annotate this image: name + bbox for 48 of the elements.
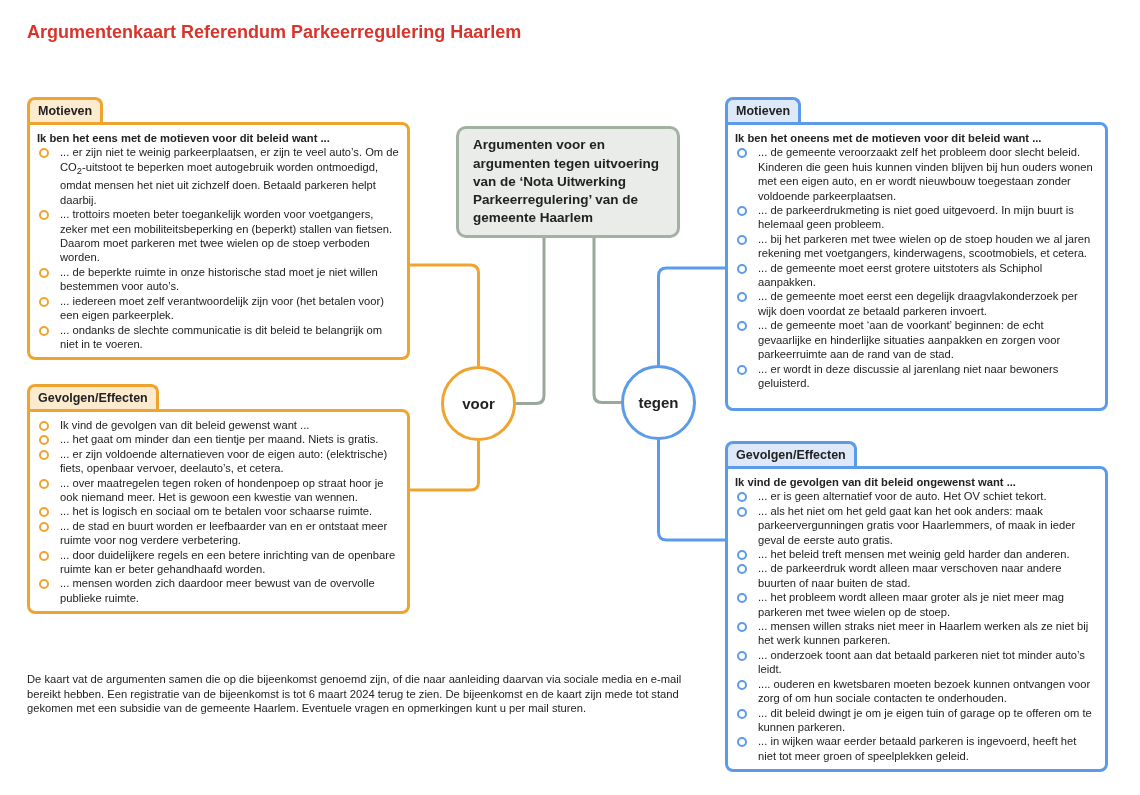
- connector-line: [657, 440, 725, 542]
- argument-text: ... iedereen moet zelf verantwoordelijk zijn voor (het betalen voor) een eigen parkeerplek.: [60, 293, 385, 323]
- argument-text: ... de parkeerdrukmeting is niet goed uitgevoerd. In mijn buurt is helemaal geen probleem.: [758, 203, 1075, 232]
- argument-text: ... mensen worden zich daardoor meer bewust van de overvolle publieke ruimte.: [60, 576, 376, 606]
- argument-text: ... ondanks de slechte communicatie is dit beleid te belangrijk om niet in te voeren.: [60, 322, 384, 352]
- connector-line: [592, 238, 621, 404]
- argument-text: ... trottoirs moeten beter toegankelijk worden voor voetgangers, zeker met een mobiliteitsbeperking en (beperkt) stallen van fietsen. Daarom moet parkeren met twee wielen op de stoep verboden worden.: [60, 207, 394, 265]
- argument-text: ... de gemeente moet eerst grotere uitstoters als Schiphol aanpakken.: [758, 260, 1044, 290]
- argument-text: ... de parkeerdruk wordt alleen maar verschoven naar andere buurten of naar buiten de stad.: [758, 561, 1063, 591]
- argument-text: ... dit beleid dwingt je om je eigen tuin of garage op te offeren om te kunnen parkeren.: [758, 705, 1093, 735]
- argument-text: ... mensen willen straks niet meer in Haarlem werken als ze niet bij het werk kunnen parkeren.: [758, 619, 1090, 648]
- argument-text: ... door duidelijkere regels en een betere inrichting van de openbare ruimte kan er beter gehandhaafd worden.: [60, 547, 397, 577]
- argument-text: ... het gaat om minder dan een tientje per maand. Niets is gratis.: [60, 432, 380, 447]
- argument-text: ... bij het parkeren met twee wielen op de stoep houden we al jaren rekening met voetgangers, kinderwagens, scootmobiels, et cetera.: [758, 231, 1092, 261]
- heading-tab: Motieven: [27, 97, 104, 122]
- argument-text: ... als het niet om het geld gaat kan het ook anders: maak parkeervergunningen gratis voor Haarlemmers, of maak in ieder geval de eerste auto gratis.: [758, 503, 1077, 548]
- intro-text: Ik ben het eens met de motieven voor dit beleid want ...: [37, 131, 331, 146]
- argument-text: ... er zijn niet te weinig parkeerplaatsen, er zijn te veel auto’s. Om de CO$_{2}$-uitstoot te beperken moet autogebruik worden ontmoedigd, omdat mensen het niet uit zichzelf doen. Betaald parkeren helpt daarbij.: [60, 145, 399, 208]
- argument-text: .... ouderen en kwetsbaren moeten bezoek kunnen ontvangen voor zorg of om hun sociale contacten te onderhouden.: [758, 676, 1092, 706]
- argument-text: ... de stad en buurt worden er leefbaarder van en er ontstaat meer ruimte voor nog verdere verbetering.: [60, 518, 389, 548]
- topic-box: Argumenten voor en argumenten tegen uitvoering van de ‘Nota Uitwerking Parkeerregulering’ van de gemeente Haarlem: [456, 126, 680, 238]
- argument-text: Ik vind de gevolgen van dit beleid gewenst want ...: [60, 418, 311, 433]
- heading-tab: Gevolgen/Effecten: [725, 441, 857, 466]
- page-title: Argumentenkaart Referendum Parkeerregulering Haarlem: [27, 22, 522, 43]
- argument-text: ... de gemeente moet eerst een degelijk draagvlakonderzoek per wijk doen voordat ze betaald parkeren invoert.: [758, 289, 1079, 319]
- connector-line: [410, 263, 480, 366]
- argument-text: ... er zijn voldoende alternatieven voor de eigen auto: (elektrische) fiets, openbaar vervoer, deelauto’s, et cetera.: [60, 446, 389, 476]
- heading-tab: Motieven: [725, 97, 802, 122]
- argument-text: ... het beleid treft mensen met weinig geld harder dan anderen.: [758, 547, 1071, 562]
- heading-tab: Gevolgen/Effecten: [27, 384, 159, 409]
- position-label: tegen: [638, 394, 679, 411]
- argument-text: ... er is geen alternatief voor de auto. Het OV schiet tekort.: [758, 489, 1048, 504]
- position-label: voor: [462, 395, 495, 412]
- argument-text: ... het is logisch en sociaal om te betalen voor schaarse ruimte.: [60, 504, 374, 519]
- argument-text: ... het probleem wordt alleen maar groter als je niet meer mag parkeren met twee wielen op de stoep.: [758, 590, 1065, 620]
- intro-text: Ik ben het oneens met de motieven voor dit beleid want ...: [735, 131, 1043, 146]
- argument-text: ... de beperkte ruimte in onze historische stad moet je niet willen bestemmen voor auto’s.: [60, 264, 379, 294]
- argument-text: ... de gemeente veroorzaakt zelf het probleem door slecht beleid. Kinderen die geen huis kunnen vinden blijven bij hun ouders wonen met een eigen auto, en er wordt nieuwbouw toegestaan zonder voldoende parkeerplaatsen.: [758, 145, 1094, 204]
- footnote-text: De kaart vat de argumenten samen die op die bijeenkomst genoemd zijn, of die naar aanleiding daarvan via sociale media en e-mail bereikt hebben. Een registratie van de bijeenkomst is tot 6 maart 2024 terug te zien. De bijeenkomst en de kaart zijn mede tot stand gekomen met een subsidie van de gemeente Haarlem. Eventuele vragen en opmerkingen kunt u per mail sturen.: [27, 672, 683, 716]
- argument-text: ... er wordt in deze discussie al jarenlang niet naar bewoners geluisterd.: [758, 361, 1060, 391]
- connector-line: [516, 238, 546, 405]
- connector-line: [410, 441, 480, 492]
- connector-line: [657, 266, 725, 365]
- argument-text: ... de gemeente moet ‘aan de voorkant’ beginnen: de echt gevaarlijke en hinderlijke situaties aanpakken en zorgen voor parkeerruimte aan de rand van de stad.: [758, 318, 1062, 362]
- argument-text: ... in wijken waar eerder betaald parkeren is ingevoerd, heeft het niet tot meer groen of speelplekken geleid.: [758, 734, 1078, 764]
- argument-text: ... over maatregelen tegen roken of hondenpoep op straat hoor je ook niemand meer. Het is gewoon een kwestie van wennen.: [60, 475, 385, 505]
- intro-text: Ik vind de gevolgen van dit beleid ongewenst want ...: [735, 475, 1017, 490]
- argument-text: ... onderzoek toont aan dat betaald parkeren niet tot minder auto’s leidt.: [758, 647, 1086, 677]
